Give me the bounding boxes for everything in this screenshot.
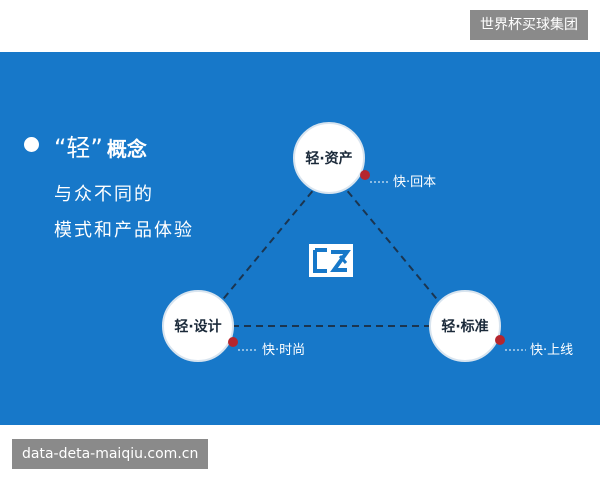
heading: “轻”概念: [54, 128, 147, 163]
node-design-accent-dot: [228, 337, 238, 347]
node-standard-annotation: 快·上线: [530, 343, 573, 358]
node-assets-label: 轻·资产: [305, 150, 352, 167]
node-standard: [429, 290, 501, 362]
node-design-label: 轻·设计: [174, 318, 221, 335]
bullet-dot-icon: [24, 137, 39, 152]
node-design-annotation: 快·时尚: [262, 343, 305, 358]
node-assets-accent-dot: [360, 170, 370, 180]
watermark-top: 世界杯买球集团: [470, 10, 588, 40]
slide-panel: [0, 52, 600, 425]
node-assets: [293, 122, 365, 194]
subtext-line1: 与众不同的: [54, 184, 154, 205]
heading-concept: 概念: [106, 137, 147, 161]
watermark-bottom: data-deta-maiqiu.com.cn: [12, 439, 209, 469]
brand-logo-icon: [309, 244, 353, 277]
node-standard-accent-dot: [495, 335, 505, 345]
edge-assets-design: [209, 181, 321, 316]
node-assets-annotation: 快·回本: [393, 175, 436, 190]
edge-assets-standard: [339, 181, 451, 316]
subtext-line2: 模式和产品体验: [54, 220, 194, 241]
node-standard-label: 轻·标准: [441, 318, 488, 335]
node-design: [162, 290, 234, 362]
heading-quoted: “轻”: [54, 134, 103, 162]
